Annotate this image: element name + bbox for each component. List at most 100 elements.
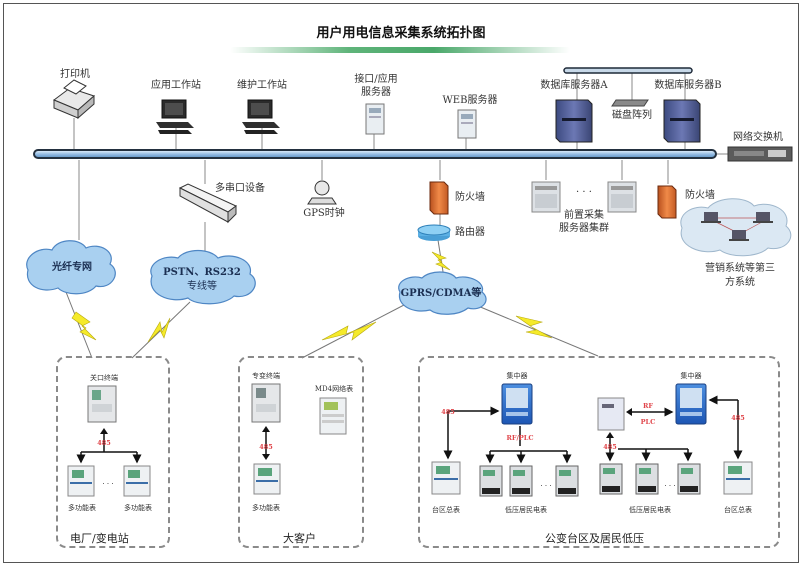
frontend-server-icon (607, 181, 637, 213)
multifunction-meter-icon (67, 465, 95, 497)
network-meter-icon (319, 397, 347, 435)
resident-meter-icon (555, 465, 579, 497)
concentrator-2-label: 集中器 (680, 372, 702, 380)
printer-label: 打印机 (60, 69, 90, 80)
maint-workstation-label: 维护工作站 (237, 80, 287, 91)
lightning-icon (147, 317, 171, 343)
router-icon (417, 224, 451, 241)
multifunction-meter-label: 多功能表 (252, 504, 280, 512)
dedicated-terminal-label: 专变终端 (252, 372, 280, 380)
rs485-label: 485 (441, 408, 455, 416)
firewall-1-label: 防火墙 (455, 192, 485, 203)
firewall-icon (657, 185, 677, 219)
multifunction-meter-icon (253, 463, 281, 495)
web-server-icon (457, 109, 477, 139)
storage-bus (563, 67, 693, 74)
third-party-cloud-icon (680, 198, 792, 257)
db-server-a-label: 数据库服务器A (540, 80, 608, 91)
resident-meter-icon (479, 465, 503, 497)
lightning-icon (321, 321, 377, 341)
zone-public-area (418, 356, 780, 548)
lightning-icon (71, 311, 97, 341)
area-total-meter-left-label: 台区总表 (432, 506, 460, 514)
zone-power-plant-title: 电厂/变电站 (70, 532, 129, 545)
interface-server-label-1: 接口/应用 (354, 74, 398, 85)
fiber-cloud-label: 光纤专网 (52, 262, 92, 273)
workstation-icon (242, 99, 280, 134)
interface-server-icon (365, 103, 385, 135)
pstn-cloud-label-2: 专线等 (187, 281, 217, 292)
rs485-label: 485 (259, 443, 273, 451)
multifunction-meter-icon (123, 465, 151, 497)
network-switch-icon (727, 146, 793, 162)
lightning-icon (431, 251, 451, 271)
fiber-zone-link (65, 291, 93, 359)
rs485-label: 485 (731, 414, 745, 422)
gateway-terminal-label: 关口终端 (90, 374, 118, 382)
frontend-cluster-label-1: 前置采集 (564, 210, 604, 221)
zone-power-plant (56, 356, 170, 548)
web-server-label: WEB服务器 (442, 95, 498, 106)
resident-meter-icon (509, 465, 533, 497)
disk-array-icon (611, 99, 649, 107)
cluster-ellipsis: · · · (576, 187, 592, 198)
db-server-b-label: 数据库服务器B (654, 80, 722, 91)
router-label: 路由器 (455, 227, 485, 238)
plc-label: PLC (640, 418, 656, 426)
frontend-cluster-label-2: 服务器集群 (559, 223, 609, 234)
zone-large-customer-title: 大客户 (283, 532, 316, 545)
meter-left-label: 多功能表 (68, 504, 96, 512)
resident-meter-icon (635, 463, 659, 495)
concentrator-1-label: 集中器 (506, 372, 528, 380)
db-server-a-icon (555, 99, 593, 143)
gateway-terminal-icon (87, 385, 117, 423)
gprs-cloud-icon (398, 271, 487, 315)
meter-dots: · · · (102, 480, 114, 488)
interface-server-label-2: 服务器 (361, 87, 391, 98)
concentrator-icon (501, 383, 533, 425)
pstn-cloud-label-1: PSTN、RS232 (163, 267, 241, 278)
meter-right-label: 多功能表 (124, 504, 152, 512)
pstn-cloud-icon (150, 249, 256, 305)
firewall-icon (429, 181, 449, 215)
app-workstation-label: 应用工作站 (151, 80, 201, 91)
multi-serial-device-icon (178, 183, 237, 224)
resident-meter-icon (599, 463, 623, 495)
disk-array-label: 磁盘阵列 (612, 110, 652, 121)
zone-public-area-title: 公变台区及居民低压 (545, 532, 644, 545)
meter-dots: · · · (540, 482, 552, 490)
dedicated-terminal-icon (251, 383, 281, 423)
firewall-2-label: 防火墙 (685, 190, 715, 201)
rs485-label: 485 (97, 439, 111, 447)
main-network-bus (33, 149, 717, 159)
rf-plc-label: RF/PLC (506, 434, 534, 442)
network-switch-label: 网络交换机 (733, 132, 783, 143)
multi-serial-label: 多串口设备 (215, 183, 265, 194)
gps-clock-label: GPS时钟 (303, 208, 345, 219)
title-underline (230, 47, 570, 53)
printer-icon (53, 79, 95, 120)
rs485-label: 485 (603, 443, 617, 451)
diagram-title: 用户用电信息采集系统拓扑图 (316, 26, 486, 41)
resident-meter-icon (677, 463, 701, 495)
meter-dots: · · · (664, 482, 676, 490)
frontend-server-icon (531, 181, 561, 213)
resident-meters-1-label: 低压居民电表 (505, 506, 547, 514)
third-party-label-2: 方系统 (725, 277, 755, 288)
third-party-label-1: 营销系统等第三 (705, 263, 775, 274)
gps-clock-icon (307, 180, 337, 205)
rf-label: RF (642, 402, 654, 410)
resident-meters-2-label: 低压居民电表 (629, 506, 671, 514)
workstation-icon (156, 99, 194, 134)
zone-large-customer (238, 356, 364, 548)
gprs-cloud-label: GPRS/CDMA等 (400, 288, 482, 299)
area-total-meter-right-label: 台区总表 (724, 506, 752, 514)
fiber-cloud-icon (26, 240, 116, 295)
network-meter-label: MD4网络表 (314, 385, 354, 393)
area-total-meter-icon (431, 461, 461, 495)
lightning-icon (515, 315, 553, 339)
db-server-b-icon (663, 99, 701, 143)
collector-icon (597, 397, 625, 431)
